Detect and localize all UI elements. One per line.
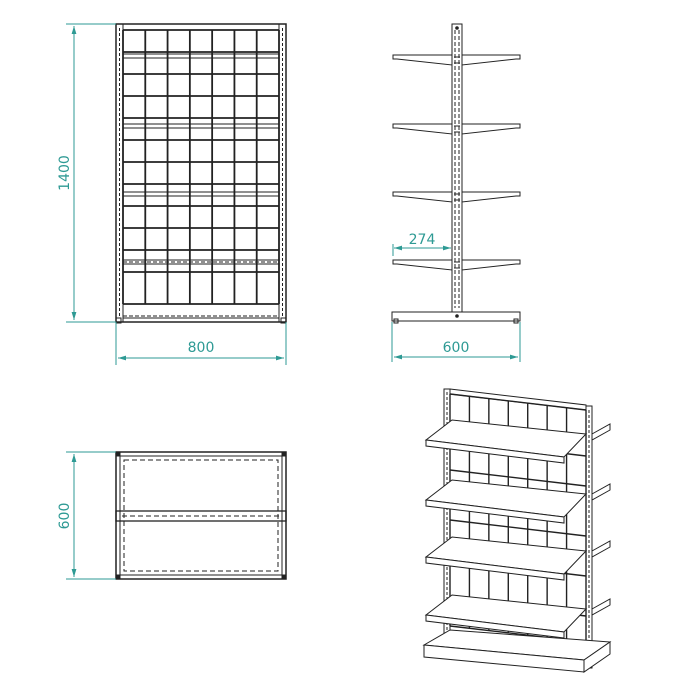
top-depth-label: 600	[57, 503, 73, 530]
top-view	[115, 451, 287, 580]
side-view	[391, 23, 521, 324]
width-label: 800	[188, 340, 215, 356]
dimension-height	[66, 23, 116, 323]
front-view	[115, 23, 287, 324]
dimension-side-depth	[391, 322, 521, 362]
shelf-depth-label: 274	[409, 232, 436, 248]
isometric-view	[422, 388, 612, 673]
dimension-top-depth	[66, 451, 116, 580]
side-depth-label: 600	[443, 340, 470, 356]
height-label: 1400	[57, 155, 73, 191]
dimension-width	[115, 322, 287, 365]
dimension-shelf-depth	[392, 244, 451, 256]
